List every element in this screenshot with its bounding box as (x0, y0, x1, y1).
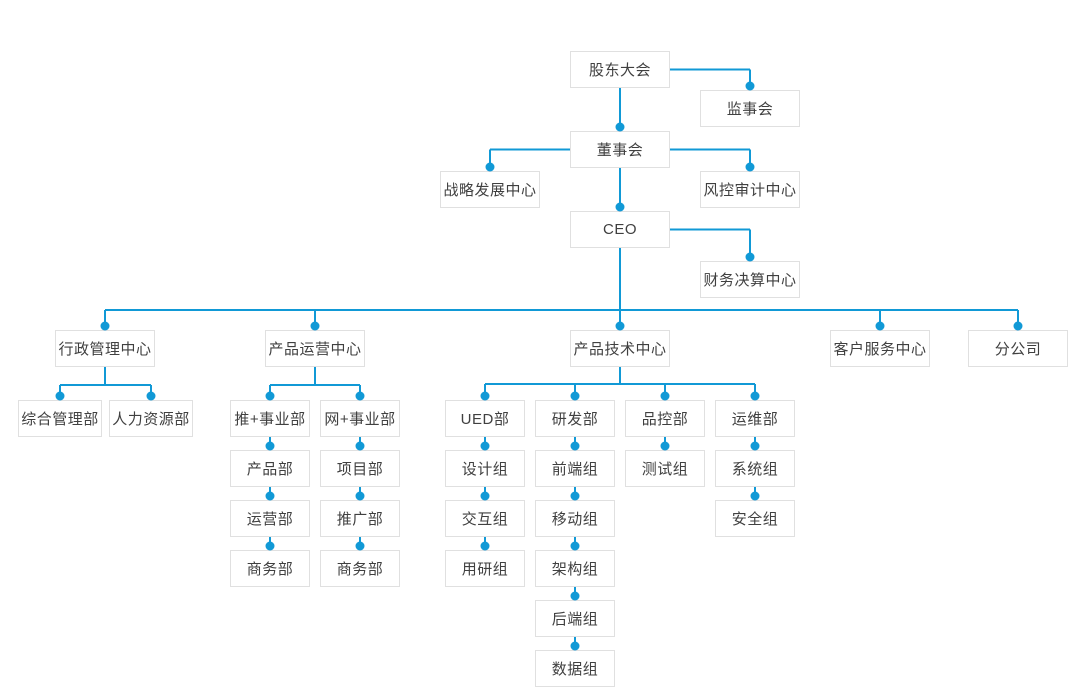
org-node-mobile-group: 移动组 (535, 500, 615, 537)
org-node-ued-dept: UED部 (445, 400, 525, 437)
org-node-admin-center: 行政管理中心 (55, 330, 155, 367)
org-node-label: 分公司 (994, 341, 1042, 358)
org-node-label: 后端组 (551, 611, 599, 628)
org-node-label: 推+事业部 (234, 411, 306, 428)
org-node-label: 财务决算中心 (703, 272, 797, 289)
org-node-label: 架构组 (551, 561, 599, 578)
org-node-label: 产品技术中心 (573, 341, 667, 358)
org-node-label: 风控审计中心 (703, 182, 797, 199)
org-node-backend-group: 后端组 (535, 600, 615, 637)
org-node-label: 股东大会 (588, 62, 651, 79)
org-node-label: CEO (602, 221, 637, 238)
org-node-label: 商务部 (246, 561, 294, 578)
org-node-architecture-group: 架构组 (535, 550, 615, 587)
org-node-label: 网+事业部 (324, 411, 396, 428)
org-node-interaction-group: 交互组 (445, 500, 525, 537)
org-node-product-tech-center: 产品技术中心 (570, 330, 670, 367)
org-node-test-group: 测试组 (625, 450, 705, 487)
org-node-security-group: 安全组 (715, 500, 795, 537)
org-node-business-dept-2: 商务部 (320, 550, 400, 587)
org-node-label: 前端组 (551, 461, 599, 478)
org-node-label: 品控部 (641, 411, 689, 428)
org-node-product-ops-center: 产品运营中心 (265, 330, 365, 367)
org-node-hr-dept: 人力资源部 (109, 400, 193, 437)
org-node-general-mgmt-dept: 综合管理部 (18, 400, 102, 437)
org-node-branch-company: 分公司 (968, 330, 1068, 367)
org-node-label: 研发部 (551, 411, 599, 428)
org-node-data-group: 数据组 (535, 650, 615, 687)
org-node-label: UED部 (460, 411, 510, 428)
org-node-label: 系统组 (731, 461, 779, 478)
org-node-strategy-center: 战略发展中心 (440, 171, 540, 208)
org-node-promotion-dept: 推广部 (320, 500, 400, 537)
org-node-label: 综合管理部 (21, 411, 99, 428)
org-node-operations-dept: 运营部 (230, 500, 310, 537)
org-node-wang-business-dept: 网+事业部 (320, 400, 400, 437)
org-node-customer-service-center: 客户服务中心 (830, 330, 930, 367)
org-node-label: 行政管理中心 (58, 341, 152, 358)
org-node-risk-audit-center: 风控审计中心 (700, 171, 800, 208)
org-node-system-group: 系统组 (715, 450, 795, 487)
org-node-business-dept-1: 商务部 (230, 550, 310, 587)
org-node-label: 客户服务中心 (833, 341, 927, 358)
org-node-label: 交互组 (461, 511, 509, 528)
org-node-label: 董事会 (596, 142, 644, 159)
org-node-ceo: CEO (570, 211, 670, 248)
org-node-tui-business-dept: 推+事业部 (230, 400, 310, 437)
org-node-frontend-group: 前端组 (535, 450, 615, 487)
org-node-label: 用研组 (461, 561, 509, 578)
org-node-label: 测试组 (641, 461, 689, 478)
org-node-label: 战略发展中心 (443, 182, 537, 199)
org-node-label: 商务部 (336, 561, 384, 578)
org-node-finance-center: 财务决算中心 (700, 261, 800, 298)
org-node-ops-dept: 运维部 (715, 400, 795, 437)
org-node-product-dept: 产品部 (230, 450, 310, 487)
org-node-label: 数据组 (551, 661, 599, 678)
org-node-label: 监事会 (726, 101, 774, 118)
org-node-label: 项目部 (336, 461, 384, 478)
org-node-shareholders-meeting: 股东大会 (570, 51, 670, 88)
org-node-label: 安全组 (731, 511, 779, 528)
org-node-label: 运维部 (731, 411, 779, 428)
org-node-label: 移动组 (551, 511, 599, 528)
org-node-board-of-directors: 董事会 (570, 131, 670, 168)
org-node-supervisory-board: 监事会 (700, 90, 800, 127)
org-node-qc-dept: 品控部 (625, 400, 705, 437)
org-node-label: 人力资源部 (112, 411, 190, 428)
org-node-label: 产品部 (246, 461, 294, 478)
org-node-rd-dept: 研发部 (535, 400, 615, 437)
org-node-label: 设计组 (461, 461, 509, 478)
org-node-label: 运营部 (246, 511, 294, 528)
org-node-label: 产品运营中心 (268, 341, 362, 358)
org-node-project-dept: 项目部 (320, 450, 400, 487)
org-node-design-group: 设计组 (445, 450, 525, 487)
org-node-label: 推广部 (336, 511, 384, 528)
org-node-user-research-group: 用研组 (445, 550, 525, 587)
